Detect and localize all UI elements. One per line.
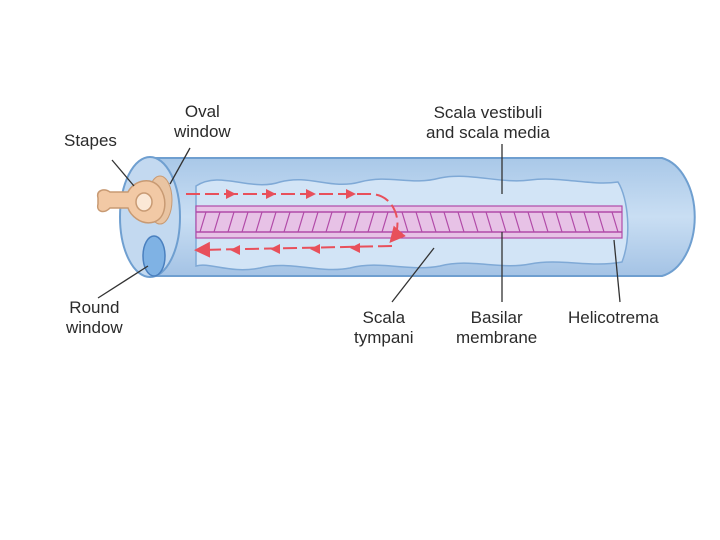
membrane-fiber <box>457 211 465 233</box>
fluid-flow-arrow-icon <box>310 244 320 254</box>
membrane-fiber <box>255 211 263 233</box>
fluid-flow-arrow-icon <box>350 243 360 253</box>
membrane-fiber <box>415 211 423 233</box>
membrane-fiber <box>583 211 591 233</box>
fluid-flow-arrow-icon <box>230 245 240 255</box>
membrane-fiber <box>597 211 605 233</box>
membrane-fiber <box>485 211 493 233</box>
fluid-flow-arrow-icon <box>346 189 356 199</box>
membrane-fiber <box>227 211 235 233</box>
membrane-fiber <box>429 211 437 233</box>
basilar-membrane-label: Basilar membrane <box>456 308 538 347</box>
membrane-fiber <box>541 211 549 233</box>
fluid-flow-arrow-icon <box>226 189 236 199</box>
membrane-fiber <box>297 211 305 233</box>
round-window-label: Round window <box>66 298 123 337</box>
helicotrema-label: Helicotrema <box>568 308 659 327</box>
membrane-fiber <box>269 211 277 233</box>
membrane-fiber <box>513 211 521 233</box>
oval-window-label: Oval window <box>174 102 231 141</box>
round-window <box>142 235 166 277</box>
upper-flow-arrow <box>186 193 406 244</box>
leader-scala-tympani <box>391 247 435 303</box>
membrane-fiber <box>443 211 451 233</box>
membrane-fiber <box>311 211 319 233</box>
membrane-fiber <box>325 211 333 233</box>
membrane-fiber <box>339 211 347 233</box>
leader-round-window <box>97 265 149 299</box>
stapes-bone-icon <box>96 180 166 224</box>
membrane-fiber <box>611 211 619 233</box>
basilar-membrane-band <box>195 205 623 239</box>
membrane-fiber <box>471 211 479 233</box>
membrane-fiber <box>569 211 577 233</box>
membrane-fiber <box>499 211 507 233</box>
leader-helicotrema <box>613 239 621 303</box>
membrane-fiber <box>381 211 389 233</box>
fluid-flow-arrow-icon <box>306 189 316 199</box>
membrane-fiber <box>283 211 291 233</box>
membrane-fiber <box>199 211 207 233</box>
membrane-fiber <box>353 211 361 233</box>
flow-chevrons <box>226 189 360 255</box>
membrane-fibers <box>199 211 619 233</box>
scala-tympani-label: Scala tympani <box>354 308 414 347</box>
membrane-fiber <box>555 211 563 233</box>
fluid-flow-arrow-icon <box>270 244 280 254</box>
fluid-flow-arrow-icon <box>266 189 276 199</box>
scala-vestibuli-label: Scala vestibuli and scala media <box>426 103 550 142</box>
leader-stapes <box>111 159 135 187</box>
membrane-fiber <box>213 211 221 233</box>
membrane-fiber <box>401 211 409 233</box>
membrane-fiber <box>241 211 249 233</box>
membrane-fiber <box>527 211 535 233</box>
stapes-label: Stapes <box>64 131 117 150</box>
leader-oval-window <box>169 147 191 185</box>
membrane-fiber <box>367 211 375 233</box>
leader-lines <box>97 144 621 303</box>
